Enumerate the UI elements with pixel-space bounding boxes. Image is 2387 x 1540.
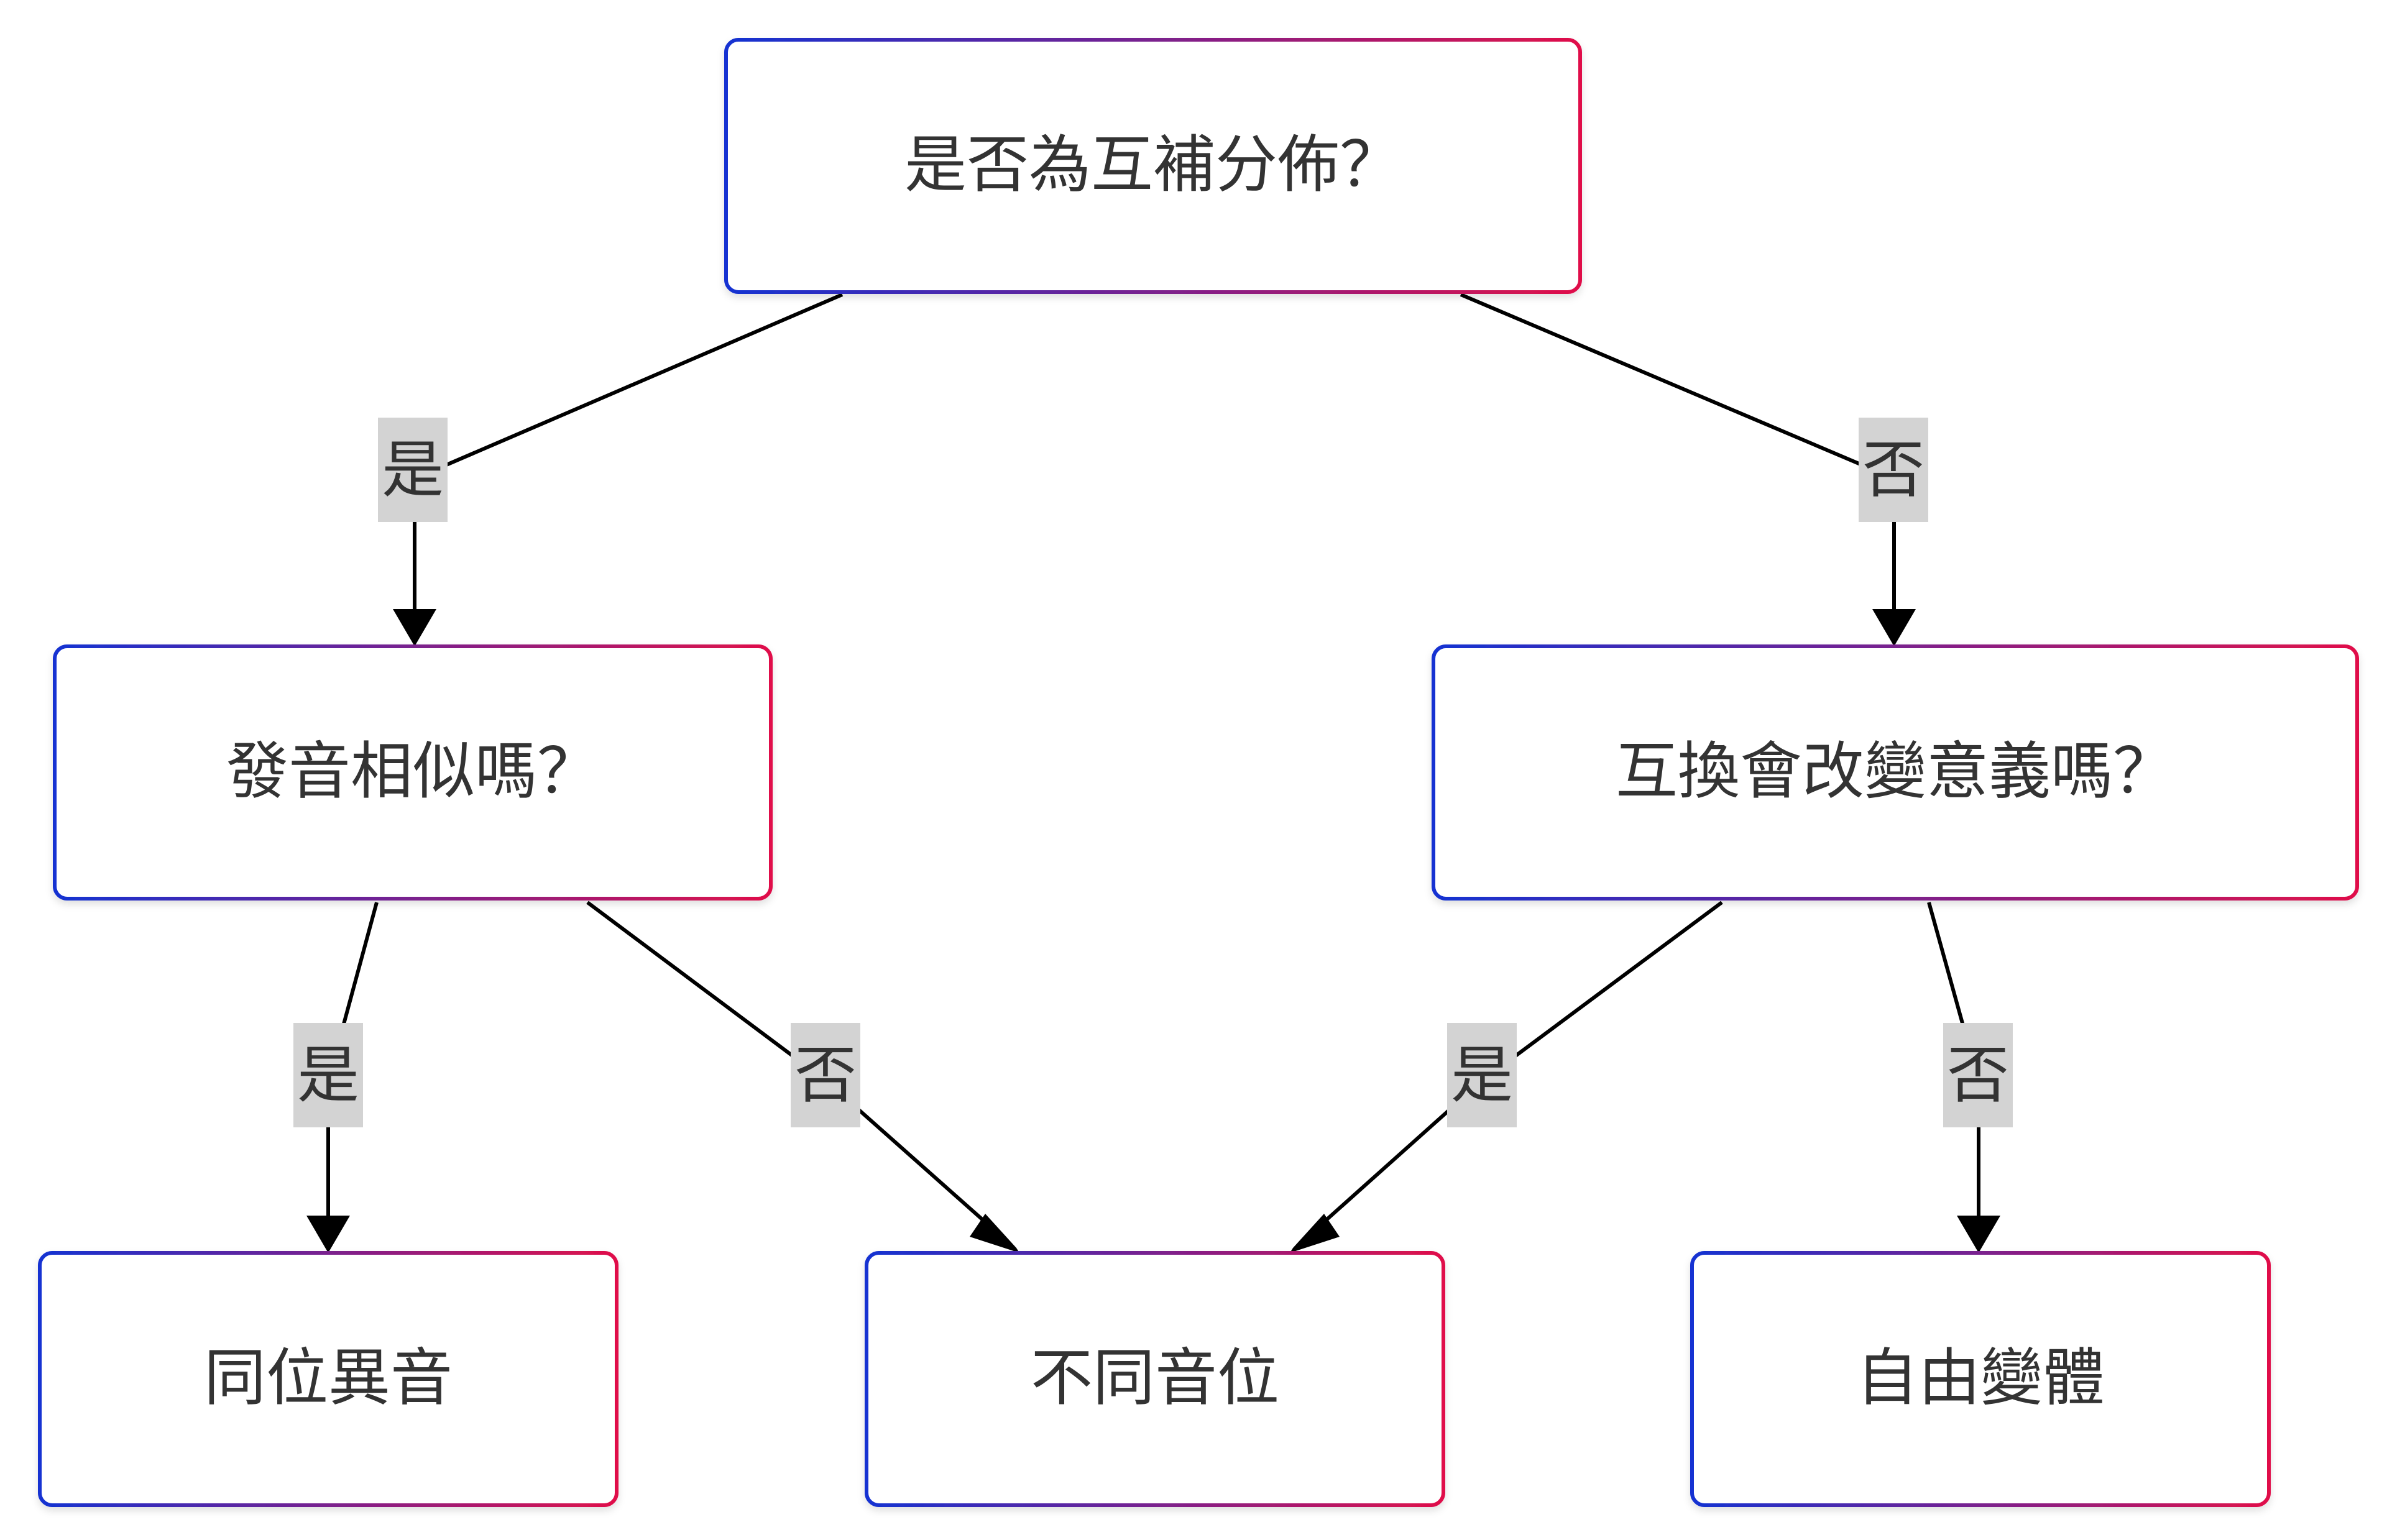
edge-label-change-phoneme: 是 xyxy=(1447,1023,1517,1127)
node-label: 是否為互補分佈？ xyxy=(904,129,1402,201)
edge-label-text: 是 xyxy=(1451,1039,1513,1112)
node-phoneme: 不同音位 xyxy=(865,1251,1445,1507)
edge-label-text: 否 xyxy=(1947,1039,2009,1112)
node-label: 自由變體 xyxy=(1856,1342,2105,1414)
nodes: 是否為互補分佈？ 發音相似嗎？ 互換會改變意義嗎？ 同位異音 不同音位 自由變體 xyxy=(38,38,2359,1507)
edge-label-change-free: 否 xyxy=(1943,1023,2013,1127)
edge-label-text: 否 xyxy=(794,1039,857,1112)
node-free: 自由變體 xyxy=(1690,1251,2271,1507)
edge-root-to-change xyxy=(1460,293,1916,646)
node-label: 同位異音 xyxy=(204,1342,453,1414)
node-root: 是否為互補分佈？ xyxy=(724,38,1582,294)
edge-label-root-similar: 是 xyxy=(378,418,448,522)
node-label: 發音相似嗎？ xyxy=(226,735,599,808)
edge-label-text: 是 xyxy=(297,1039,359,1112)
edge-label-similar-allophone: 是 xyxy=(293,1023,363,1127)
node-similar: 發音相似嗎？ xyxy=(53,644,773,901)
edge-labels: 是 否 是 否 是 否 xyxy=(293,418,2013,1127)
edge-label-text: 否 xyxy=(1862,434,1925,506)
edge-label-text: 是 xyxy=(382,434,444,506)
edge-root-to-similar xyxy=(393,293,844,646)
node-label: 不同音位 xyxy=(1031,1342,1279,1414)
edge-label-similar-phoneme: 否 xyxy=(791,1023,860,1127)
node-allophone: 同位異音 xyxy=(38,1251,619,1507)
node-label: 互換會改變意義嗎？ xyxy=(1616,735,2175,808)
node-change: 互換會改變意義嗎？ xyxy=(1432,644,2359,901)
edge-label-root-change: 否 xyxy=(1859,418,1928,522)
